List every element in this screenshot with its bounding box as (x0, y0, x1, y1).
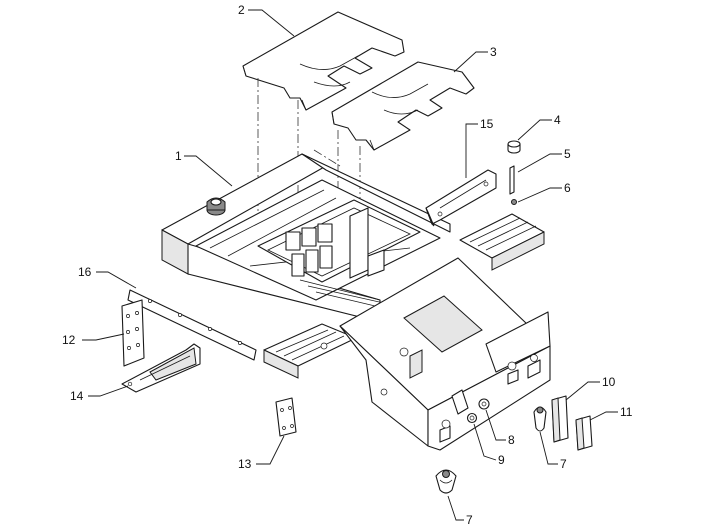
part-13-plate (275, 397, 297, 437)
part-9-fitting (466, 412, 478, 424)
part-6-washer (511, 199, 517, 205)
callout-2: 2 (238, 3, 245, 17)
front-housing (339, 257, 551, 451)
part-10-block (551, 395, 569, 443)
part-11-block (575, 415, 593, 451)
callout-12: 12 (62, 333, 76, 347)
callout-labels: 2 3 1 4 5 6 15 16 12 14 13 10 11 7 7 8 9 (62, 3, 633, 527)
part-4-cap (507, 140, 521, 154)
callout-6: 6 (564, 181, 571, 195)
callout-13: 13 (238, 457, 252, 471)
callout-9: 9 (498, 453, 505, 467)
part-14-bracket (121, 343, 201, 393)
right-slide-track (459, 213, 545, 271)
callout-7-lower: 7 (466, 513, 473, 527)
part-15-bracket (425, 169, 497, 227)
part-8-fitting (478, 398, 490, 410)
callout-8: 8 (508, 433, 515, 447)
callout-15: 15 (480, 117, 494, 131)
part-2-cover-plate (242, 11, 405, 111)
part-1-main-frame (161, 153, 451, 323)
valve-bank (285, 223, 393, 311)
part-5-pin (509, 165, 515, 195)
callout-5: 5 (564, 147, 571, 161)
part-16-long-bar (127, 289, 257, 361)
callout-1: 1 (175, 149, 182, 163)
left-slide-track (263, 323, 357, 379)
part-7-shackle-lower (435, 469, 457, 494)
callout-14: 14 (70, 389, 84, 403)
callout-7-upper: 7 (560, 457, 567, 471)
callout-3: 3 (490, 45, 497, 59)
part-7-shackle-upper (533, 406, 547, 432)
callout-11: 11 (620, 405, 633, 419)
callout-4: 4 (554, 113, 561, 127)
callout-10: 10 (602, 375, 616, 389)
part-12-plate (121, 299, 145, 367)
part-3-cover-plate (331, 61, 475, 151)
callout-16: 16 (78, 265, 92, 279)
leader-lines (82, 9, 618, 521)
